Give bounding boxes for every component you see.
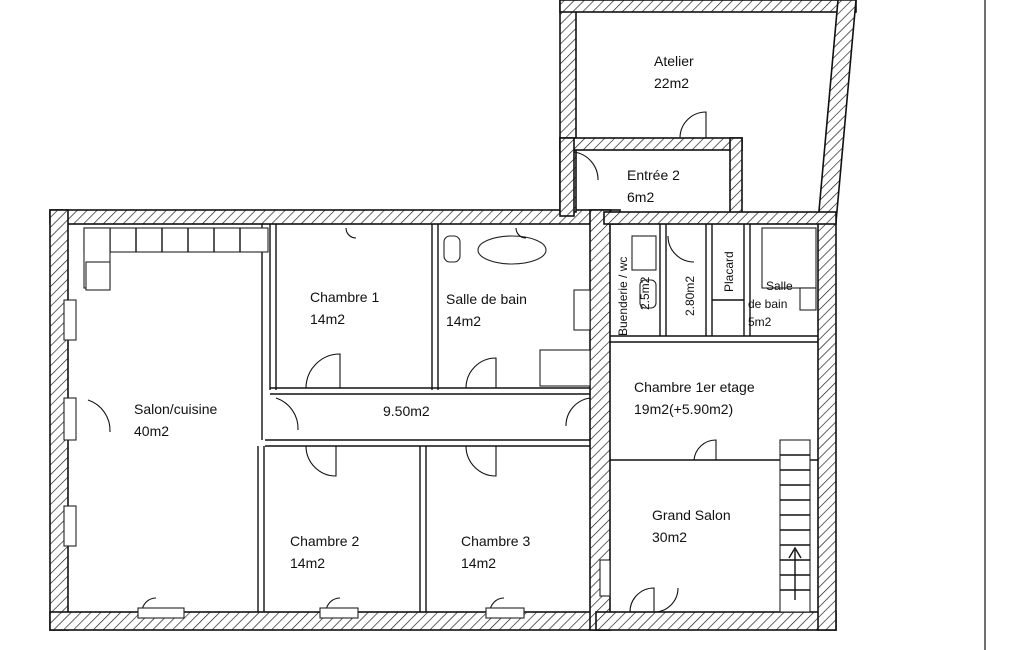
windows [63,299,611,619]
shower-icon [761,227,817,289]
washer-icon [631,235,657,271]
door-degagement-icon [667,235,695,263]
door-chambre3-icon [465,445,497,477]
kitchen-units [83,227,269,291]
door-ext-1-icon [87,399,111,433]
chambre3-area: 14m2 [461,555,496,571]
buanderie-name: Buenderie / wc [616,257,630,336]
chambre-etage-name: Chambre 1er etage [634,379,755,395]
window-salle-bain-icon [515,227,527,239]
window-icon [485,607,525,619]
placard-name: Placard [722,251,736,292]
sink-2-icon [799,287,817,311]
door-chambre2-icon [305,445,337,477]
door-salon-icon [275,397,299,431]
chambre-etage-area: 19m2(+5.90m2) [634,401,733,417]
window-icon [599,559,611,597]
salle-bain2-area: 5m2 [748,315,772,329]
chambre2-name: Chambre 2 [290,533,359,549]
door-atelier-icon [679,111,707,139]
wc-icon [639,279,657,309]
door-swings [87,111,717,613]
door-entree2-icon [573,151,599,181]
buanderie-area: 2.5m2 [638,276,652,310]
bathroom-fixtures [443,227,817,387]
grand-salon-area: 30m2 [652,529,687,545]
couloir-area: 9.50m2 [383,403,430,419]
atelier-area: 22m2 [654,75,689,91]
door-couloir-icon [565,397,591,427]
toilet-icon [443,235,461,263]
window-icon [63,505,77,547]
degagement-area: 2.80m2 [683,276,697,316]
salle-bain2-line2: de bain [748,297,787,311]
sink-icon [573,289,591,331]
chambre3-name: Chambre 3 [461,533,530,549]
stairs-icon [779,439,811,613]
atelier-name: Atelier [654,53,694,69]
chambre1-area: 14m2 [310,311,345,327]
window-icon [137,607,185,619]
door-grand-salon-2-icon [653,587,679,613]
door-grand-salon-icon [629,587,655,613]
door-etage-icon [693,439,717,461]
interior-walls [257,224,818,612]
entree2-name: Entrée 2 [627,167,680,183]
salle-bain-area: 14m2 [446,313,481,329]
door-chambre1-icon [305,353,341,389]
chambre1-name: Chambre 1 [310,289,379,305]
salon-area: 40m2 [134,423,169,439]
salon-name: Salon/cuisine [134,401,217,417]
chambre2-area: 14m2 [290,555,325,571]
salle-bain2-line1: Salle [766,279,793,293]
room-labels: Atelier 22m2 Entrée 2 6m2 Chambre 1 14m2… [134,53,793,571]
window-chambre1-icon [345,227,357,239]
window-icon [63,299,77,341]
window-icon [63,397,77,441]
salle-bain-name: Salle de bain [446,291,527,307]
window-icon [319,607,359,619]
entree2-area: 6m2 [627,189,654,205]
shower-tray-icon [539,349,591,387]
bathtub-icon [477,235,547,265]
door-salle-bain-icon [465,357,497,389]
grand-salon-name: Grand Salon [652,507,731,523]
